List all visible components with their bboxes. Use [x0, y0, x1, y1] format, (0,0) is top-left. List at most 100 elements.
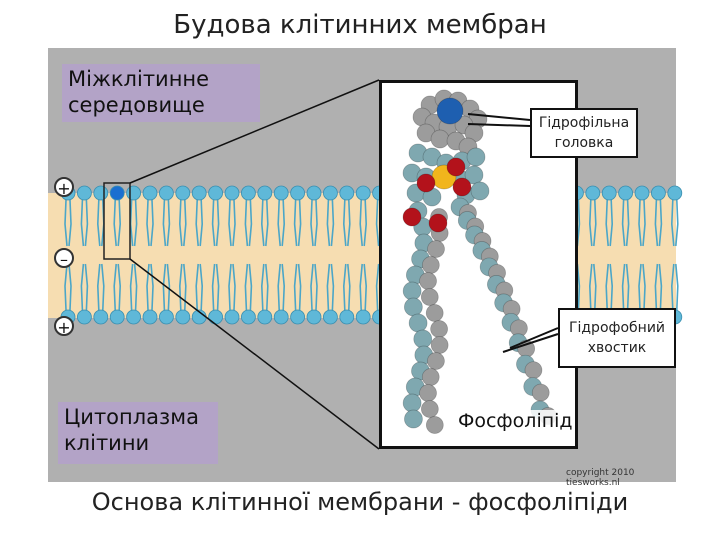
- lipid-tail: [117, 263, 122, 311]
- lipid-head: [257, 309, 273, 325]
- lipid-tail: [326, 263, 331, 311]
- lipid-head: [77, 185, 92, 201]
- lipid-tail: [326, 199, 331, 247]
- lipid-tail: [625, 263, 630, 311]
- lipid-tail: [244, 199, 249, 247]
- lipid-head: [306, 309, 322, 325]
- lipid-tail: [621, 199, 626, 247]
- atom: [425, 304, 444, 322]
- lipid-tail: [260, 263, 265, 311]
- atom: [413, 329, 433, 349]
- atom: [421, 368, 440, 386]
- lipid-tail: [178, 199, 183, 247]
- lipid-tail: [670, 199, 675, 247]
- lipid-tail: [162, 263, 167, 311]
- atom: [430, 320, 448, 338]
- lipid-tail: [330, 263, 335, 311]
- diagram-panel: Міжклітинне середовище Цитоплазма клітин…: [48, 48, 683, 488]
- lipid-tail: [228, 263, 232, 311]
- oxygen-atom: [428, 213, 448, 233]
- atom: [419, 384, 437, 402]
- lipid-tail: [133, 199, 138, 247]
- lipid-head: [634, 185, 650, 201]
- lipid-tail: [80, 263, 85, 311]
- lipid-tail: [605, 263, 609, 311]
- atom: [420, 288, 439, 306]
- atom: [466, 147, 486, 167]
- lipid-tail: [215, 263, 220, 311]
- lipid-tail: [375, 199, 380, 247]
- lipid-tail: [281, 263, 286, 311]
- lipid-head: [126, 185, 141, 201]
- membrane-core: [48, 193, 676, 318]
- lipid-tail: [658, 263, 663, 311]
- lipid-head: [240, 185, 256, 201]
- lipid-tail: [215, 199, 220, 247]
- lipid-tail: [96, 263, 101, 311]
- lipid-tail: [265, 199, 269, 247]
- lipid-tail: [113, 263, 117, 311]
- lipid-head: [667, 185, 683, 201]
- atom: [425, 416, 444, 434]
- lipid-head: [290, 309, 306, 325]
- lipid-head: [224, 309, 240, 325]
- lipid-tail: [342, 199, 347, 247]
- atom: [419, 272, 437, 290]
- lipid-tail: [638, 263, 642, 311]
- lipid-head: [224, 185, 240, 201]
- positive-charge-top: +: [54, 177, 74, 198]
- oxygen-atom: [416, 173, 436, 193]
- lipid-head: [208, 309, 224, 325]
- lipid-tail: [670, 263, 675, 311]
- lipid-tail: [363, 263, 368, 311]
- lipid-tail: [314, 263, 318, 311]
- lipid-tail: [84, 199, 89, 247]
- lipid-tail: [347, 199, 351, 247]
- lipid-head: [306, 185, 322, 201]
- lipid-tail: [310, 263, 314, 311]
- lipid-head: [273, 309, 289, 325]
- oxygen-atom: [452, 177, 472, 197]
- lipid-tail: [150, 199, 154, 247]
- lipid-head: [651, 185, 666, 201]
- lipid-tail: [248, 263, 253, 311]
- atom: [531, 383, 550, 402]
- atom: [427, 240, 445, 258]
- lipid-tail: [113, 199, 117, 247]
- lipid-tail: [195, 263, 199, 311]
- lipid-tail: [359, 199, 363, 247]
- lipid-tail: [150, 263, 154, 311]
- lipid-tail: [588, 263, 593, 311]
- lipid-tail: [211, 199, 216, 247]
- lipid-tail: [658, 199, 663, 247]
- zoom-line-top: [129, 79, 380, 184]
- lipid-tail: [129, 263, 134, 311]
- oxygen-atom: [446, 157, 466, 177]
- lipid-tail: [117, 199, 122, 247]
- zoom-selection: [103, 182, 131, 260]
- lipid-tail: [277, 199, 281, 247]
- lipid-tail: [297, 263, 302, 311]
- lipid-head: [273, 185, 289, 201]
- lipid-head: [290, 185, 306, 201]
- lipid-tail: [588, 199, 593, 247]
- atom: [408, 313, 428, 333]
- lipid-tail: [265, 263, 269, 311]
- lipid-tail: [293, 263, 298, 311]
- hydrophilic-head-callout: Гідрофільна головка: [530, 108, 638, 158]
- atom: [524, 361, 543, 380]
- lipid-tail: [654, 263, 659, 311]
- lipid-head: [257, 185, 273, 201]
- lipid-tail: [166, 263, 171, 311]
- copyright-text: copyright 2010 tiesworks.nl: [566, 468, 635, 488]
- atom: [402, 393, 422, 413]
- negative-charge: –: [54, 248, 74, 269]
- lipid-head: [109, 185, 125, 201]
- lipid-tail: [133, 263, 138, 311]
- lipid-tail: [68, 199, 72, 247]
- nitrogen-atom: [436, 97, 464, 125]
- page-title: Будова клітинних мембран: [173, 10, 547, 40]
- atom: [420, 400, 439, 418]
- lipid-tail: [64, 263, 68, 311]
- lipid-tail: [375, 263, 380, 311]
